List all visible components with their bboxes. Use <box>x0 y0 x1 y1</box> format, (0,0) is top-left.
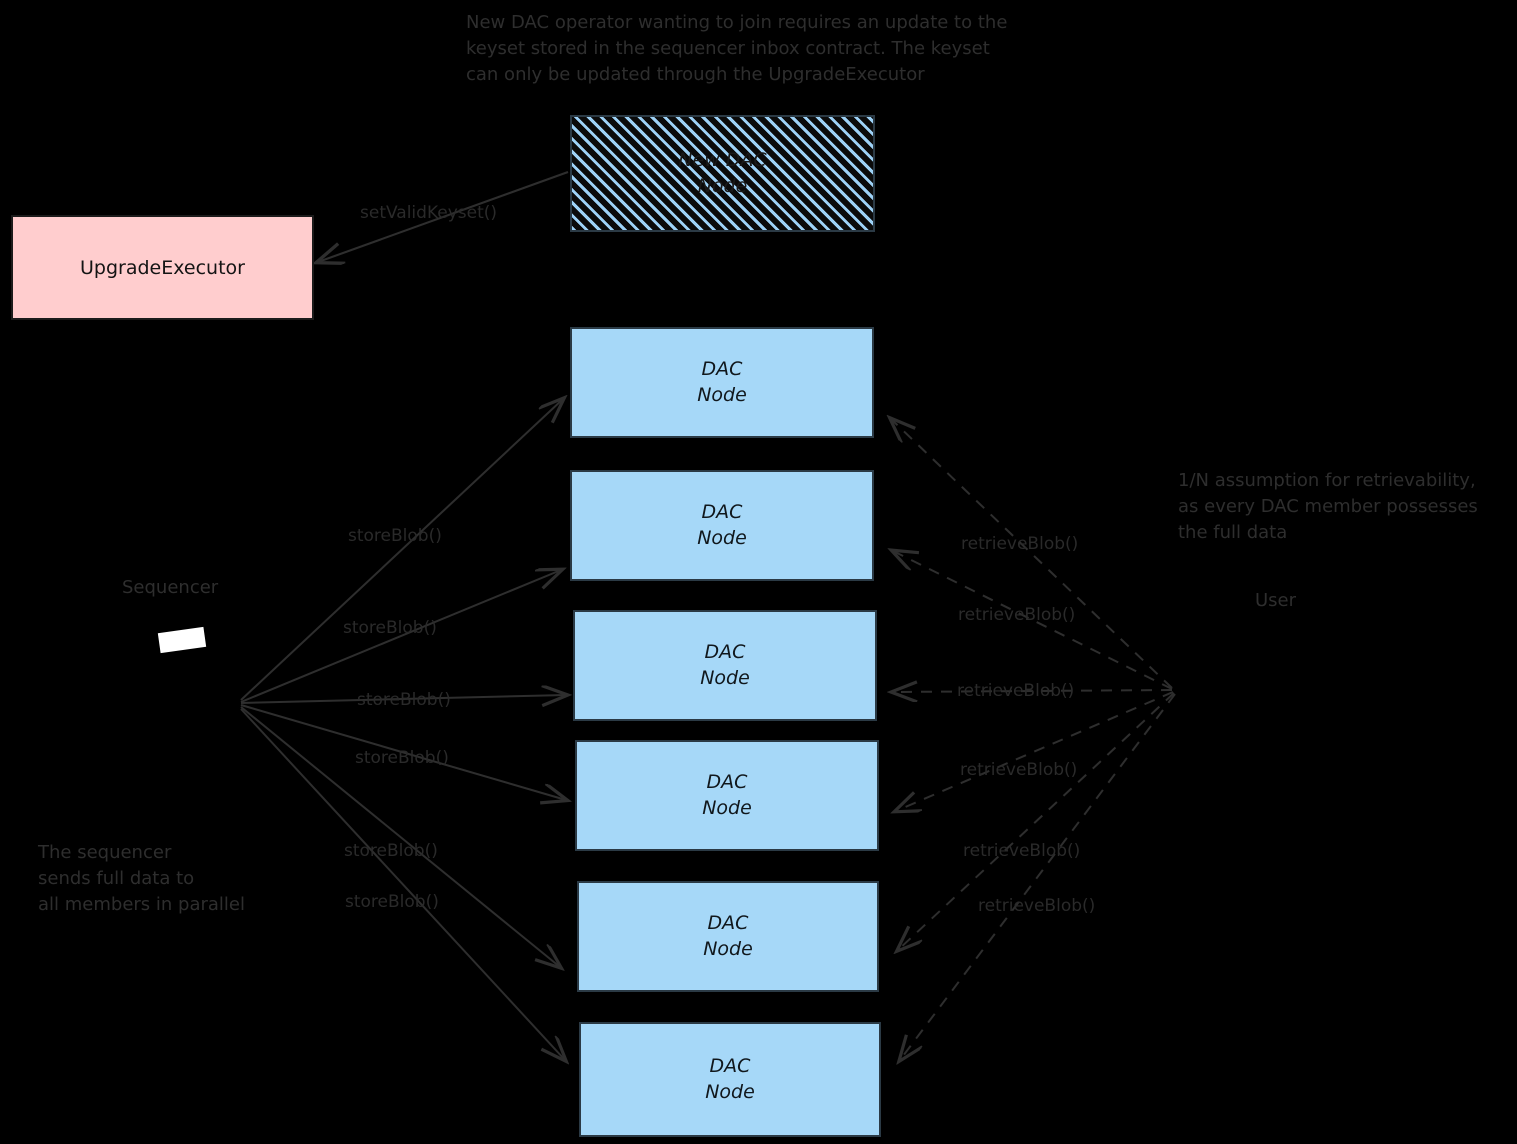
dac-node-2-line1: DAC <box>701 500 743 523</box>
edge-store-blob-group <box>240 399 566 1060</box>
dac-node-3[interactable]: DAC Node <box>573 610 877 721</box>
user-label: User <box>1255 590 1297 611</box>
edge-label-store-blob-1: storeBlob() <box>348 526 442 546</box>
dac-node-1-line2: Node <box>697 383 747 406</box>
dac-node-3-line2: Node <box>700 666 750 689</box>
annotation-bottom-left-note: The sequencer sends full data to all mem… <box>38 842 245 916</box>
new-dac-node-line2: Node <box>697 174 748 197</box>
edge-label-retrieve-blob-1: retrieveBlob() <box>961 534 1079 554</box>
dac-node-1[interactable]: DAC Node <box>570 327 874 438</box>
dac-node-5[interactable]: DAC Node <box>577 881 879 992</box>
dac-node-6-line2: Node <box>705 1080 755 1103</box>
edge-label-store-blob-5: storeBlob() <box>344 841 438 861</box>
edge-label-retrieve-blob-5: retrieveBlob() <box>963 841 1081 861</box>
edge-label-store-blob-3: storeBlob() <box>357 690 451 710</box>
edge-label-retrieve-blob-3: retrieveBlob() <box>957 681 1075 701</box>
edge-label-store-blob-4: storeBlob() <box>355 748 449 768</box>
dac-node-5-line2: Node <box>703 937 753 960</box>
dac-node-4-line2: Node <box>702 796 752 819</box>
edge-label-store-blob-2: storeBlob() <box>343 618 437 638</box>
dac-node-6[interactable]: DAC Node <box>579 1022 881 1137</box>
annotation-right-note: 1/N assumption for retrievability, as ev… <box>1178 470 1478 544</box>
upgrade-executor-label: UpgradeExecutor <box>80 256 245 279</box>
new-dac-node-line1: New DAC <box>678 148 767 171</box>
sequencer-label: Sequencer <box>122 577 219 598</box>
edge-label-retrieve-blob-4: retrieveBlob() <box>960 760 1078 780</box>
annotation-top-note: New DAC operator wanting to join require… <box>466 12 1008 86</box>
dac-node-4-line1: DAC <box>706 770 748 793</box>
new-dac-node-box[interactable]: New DAC Node <box>570 115 875 232</box>
edge-label-retrieve-blob-6: retrieveBlob() <box>978 896 1096 916</box>
edge-set-valid-keyset <box>318 171 569 262</box>
dac-node-4[interactable]: DAC Node <box>575 740 879 851</box>
edge-label-store-blob-6: storeBlob() <box>345 892 439 912</box>
dac-node-2-line2: Node <box>697 526 747 549</box>
edge-label-retrieve-blob-2: retrieveBlob() <box>958 605 1076 625</box>
dac-node-1-line1: DAC <box>701 357 743 380</box>
edge-label-set-valid-keyset: setValidKeyset() <box>360 203 498 223</box>
dac-node-2[interactable]: DAC Node <box>570 470 874 581</box>
edge-retrieve-blob-group <box>891 419 1176 1060</box>
dac-node-6-line1: DAC <box>709 1054 751 1077</box>
dac-node-3-line1: DAC <box>704 640 746 663</box>
upgrade-executor-box[interactable]: UpgradeExecutor <box>11 215 314 320</box>
dac-node-5-line1: DAC <box>707 911 749 934</box>
